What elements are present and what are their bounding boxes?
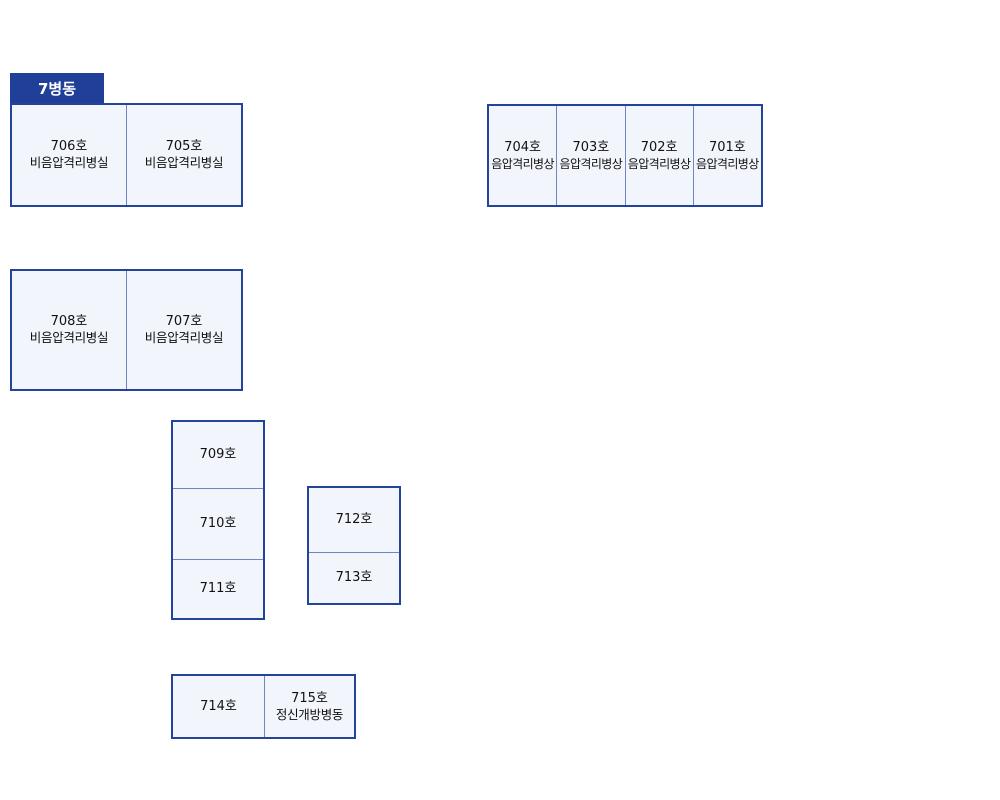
room-number: 711호 [199, 581, 237, 596]
room-type: 음압격리병상 [491, 156, 554, 171]
room-number: 714호 [200, 698, 237, 714]
room-block-712-713: 712호 713호 [307, 486, 401, 605]
room-number: 707호 [165, 314, 203, 329]
room-number: 712호 [335, 512, 373, 527]
room-number: 705호 [165, 139, 203, 154]
room-number: 706호 [50, 139, 88, 154]
room-block-708-707: 708호 비음압격리병실 707호 비음압격리병실 [10, 269, 243, 391]
room-712[interactable]: 712호 [309, 488, 399, 552]
room-type: 음압격리병상 [559, 156, 623, 171]
room-number: 715호 [291, 690, 328, 706]
room-707[interactable]: 707호 비음압격리병실 [126, 271, 241, 389]
room-type: 비음압격리병실 [144, 330, 224, 345]
room-704[interactable]: 704호 음압격리병상 [489, 106, 556, 205]
room-708[interactable]: 708호 비음압격리병실 [12, 271, 126, 389]
room-number: 703호 [572, 139, 610, 155]
room-block-706-705: 706호 비음압격리병실 705호 비음압격리병실 [10, 103, 243, 207]
room-block-714-715: 714호 715호 정신개방병동 [171, 674, 356, 739]
room-type: 비음압격리병실 [29, 330, 109, 345]
room-706[interactable]: 706호 비음압격리병실 [12, 105, 126, 205]
room-703[interactable]: 703호 음압격리병상 [556, 106, 624, 205]
room-type: 음압격리병상 [627, 156, 691, 171]
ward-tab-7[interactable]: 7병동 [10, 73, 104, 104]
room-711[interactable]: 711호 [173, 559, 263, 618]
room-block-704-701: 704호 음압격리병상 703호 음압격리병상 702호 음압격리병상 701호… [487, 104, 763, 207]
room-number: 709호 [199, 447, 237, 462]
room-number: 701호 [708, 139, 746, 155]
room-710[interactable]: 710호 [173, 488, 263, 559]
room-705[interactable]: 705호 비음압격리병실 [126, 105, 241, 205]
room-713[interactable]: 713호 [309, 552, 399, 603]
room-702[interactable]: 702호 음압격리병상 [624, 106, 693, 205]
room-701[interactable]: 701호 음압격리병상 [692, 106, 761, 205]
room-type: 비음압격리병실 [29, 155, 109, 170]
room-number: 708호 [50, 314, 88, 329]
room-type: 정신개방병동 [275, 706, 344, 722]
room-type: 음압격리병상 [696, 156, 759, 171]
room-type: 비음압격리병실 [144, 155, 224, 170]
room-block-709-711: 709호 710호 711호 [171, 420, 265, 620]
room-number: 702호 [640, 139, 678, 155]
room-number: 704호 [504, 139, 542, 155]
room-715[interactable]: 715호 정신개방병동 [264, 676, 354, 737]
room-709[interactable]: 709호 [173, 422, 263, 488]
room-number: 710호 [199, 516, 237, 531]
room-number: 713호 [335, 570, 373, 585]
room-714[interactable]: 714호 [173, 676, 264, 737]
